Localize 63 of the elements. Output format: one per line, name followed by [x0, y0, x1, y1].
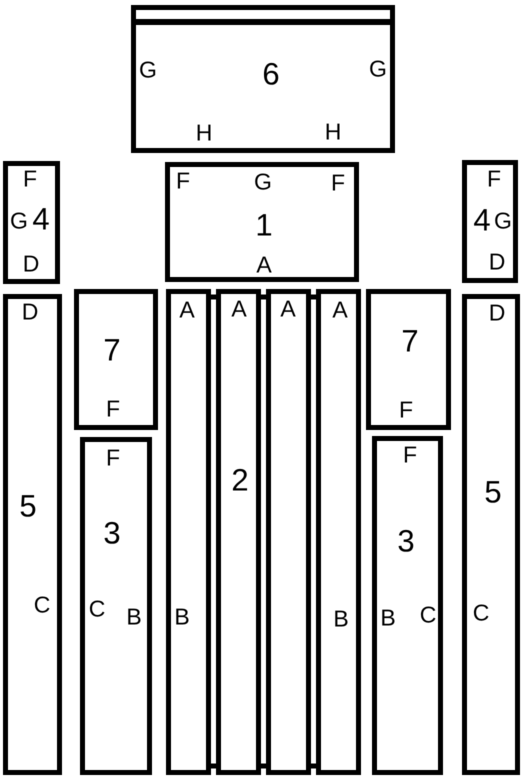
joint-letter: D	[488, 302, 506, 324]
joint-letter: F	[486, 168, 502, 190]
joint-letter: F	[106, 446, 120, 470]
joining-bar	[311, 294, 316, 300]
joining-bar	[261, 764, 266, 768]
joint-letter: F	[22, 168, 38, 190]
joint-letter: D	[488, 250, 506, 274]
joint-letter: F	[330, 172, 346, 194]
part-number: 7	[401, 326, 419, 356]
part-number: 4	[32, 204, 50, 234]
joint-letter: A	[332, 298, 348, 322]
part-panel	[366, 289, 451, 430]
part-number: 7	[103, 334, 121, 366]
joint-letter: B	[380, 606, 396, 630]
joint-letter: D	[22, 300, 38, 324]
joint-letter: C	[34, 594, 50, 616]
joint-letter: C	[472, 602, 490, 624]
joint-letter: C	[88, 598, 106, 620]
part-panel	[462, 294, 520, 775]
joint-letter: G	[369, 58, 387, 80]
part-number: 3	[103, 518, 121, 548]
joint-letter: H	[324, 120, 342, 144]
joint-letter: A	[280, 298, 296, 320]
part-panel	[3, 161, 60, 284]
part-panel	[372, 436, 443, 775]
joining-bar	[211, 764, 216, 768]
part-number: 6	[262, 58, 280, 90]
part-panel	[462, 160, 518, 283]
part-number: 1	[255, 210, 273, 240]
joint-letter: F	[402, 444, 418, 466]
joint-letter: F	[106, 398, 120, 420]
joint-letter: F	[398, 398, 414, 422]
joint-letter: D	[22, 252, 40, 276]
joint-letter: G	[254, 170, 272, 194]
joint-letter: B	[174, 606, 190, 628]
part-number: 5	[19, 490, 37, 522]
joint-letter: G	[10, 210, 28, 232]
part-panel	[166, 289, 211, 775]
part-number: 4	[473, 204, 491, 236]
part-panel	[131, 5, 395, 153]
joint-letter: F	[176, 170, 190, 192]
part-panel	[316, 289, 361, 775]
part-panel	[80, 437, 152, 775]
part-panel	[216, 289, 261, 775]
joint-letter: H	[196, 122, 212, 144]
part-panel	[3, 294, 62, 775]
part-number: 5	[484, 476, 502, 508]
joining-bar	[261, 294, 266, 300]
joint-letter: B	[333, 608, 349, 630]
joint-letter: A	[231, 298, 247, 320]
joining-bar	[211, 294, 216, 300]
part-panel	[165, 162, 359, 282]
joining-bar	[311, 764, 316, 768]
part-panel	[74, 289, 158, 430]
joint-letter: G	[494, 210, 512, 232]
joint-letter: A	[256, 254, 272, 276]
part-number: 3	[397, 526, 415, 556]
part-number: 2	[231, 464, 249, 496]
joint-letter: A	[179, 298, 195, 322]
joint-letter: B	[126, 606, 142, 628]
joint-letter: G	[139, 58, 157, 82]
part-panel	[266, 289, 311, 775]
joint-letter: C	[420, 604, 436, 626]
